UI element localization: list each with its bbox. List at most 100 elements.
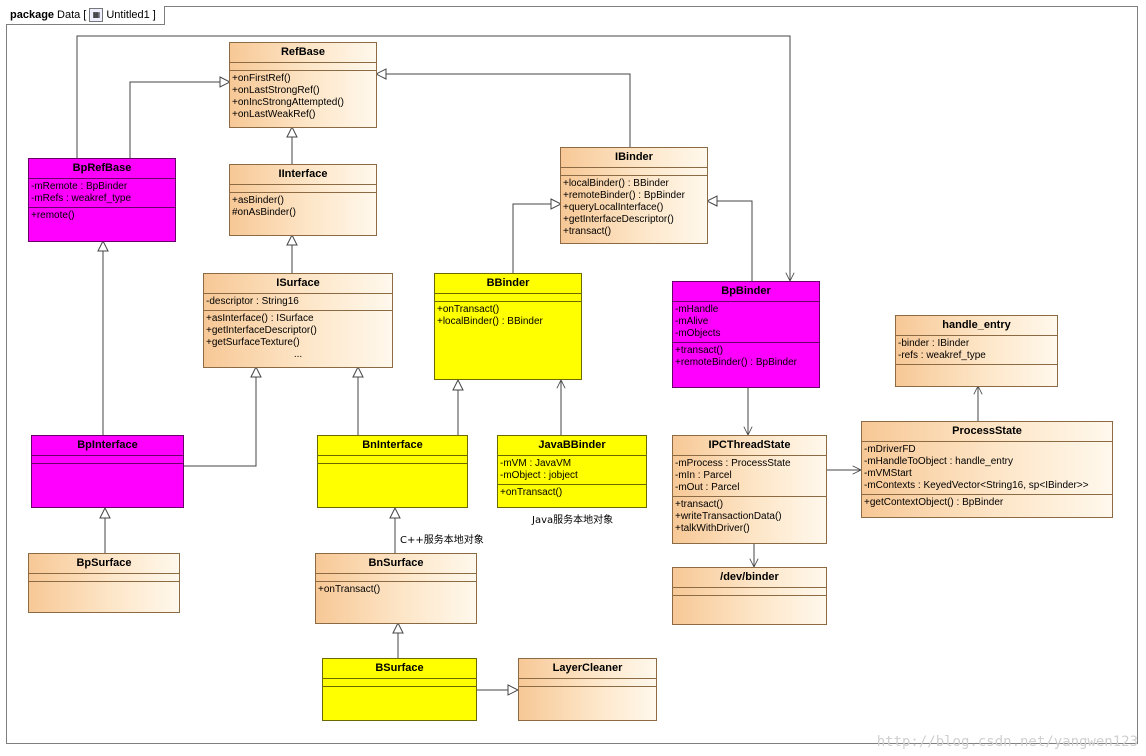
operation: +transact() [563, 226, 612, 237]
edge-ibinder-refbase [376, 74, 631, 147]
operation: +localBinder() : BBinder [437, 316, 543, 327]
attributes-compartment: -mProcess : ProcessState-mIn : Parcel-mO… [673, 456, 826, 497]
class-bninterface[interactable]: BnInterface [317, 435, 468, 508]
edge-bprefbase-refbase [129, 82, 230, 158]
class-bsurface[interactable]: BSurface [322, 658, 477, 721]
operations-compartment: +getContextObject() : BpBinder [862, 495, 1112, 511]
operations-compartment: +asBinder()#onAsBinder() [230, 193, 376, 221]
attributes-compartment [318, 456, 467, 464]
class-dev-binder[interactable]: /dev/binder [672, 567, 827, 625]
operation: +asInterface() : ISurface [206, 313, 314, 324]
attributes-compartment: -mHandle-mAlive-mObjects [673, 302, 819, 343]
attribute: -descriptor : String16 [206, 296, 299, 307]
attributes-compartment [230, 185, 376, 193]
operation: +talkWithDriver() [675, 523, 750, 534]
class-bpinterface[interactable]: BpInterface [31, 435, 184, 508]
class-name: BpSurface [29, 554, 179, 574]
package-name: Data [57, 9, 81, 21]
operations-compartment: +transact()+writeTransactionData()+talkW… [673, 497, 826, 537]
class-name: IPCThreadState [673, 436, 826, 456]
operation: +onIncStrongAttempted() [232, 97, 345, 108]
attributes-compartment [230, 63, 376, 71]
operation: +remoteBinder() : BpBinder [563, 190, 686, 201]
operations-compartment [896, 365, 1057, 373]
class-ipcthreadstate[interactable]: IPCThreadState-mProcess : ProcessState-m… [672, 435, 827, 544]
class-name: BpRefBase [29, 159, 175, 179]
operations-compartment [519, 687, 656, 695]
operation: +onTransact() [437, 304, 500, 315]
operation: +onLastStrongRef() [232, 85, 320, 96]
operation: +writeTransactionData() [675, 511, 782, 522]
attribute: -binder : IBinder [898, 338, 970, 349]
class-name: IInterface [230, 165, 376, 185]
class-name: /dev/binder [673, 568, 826, 588]
class-processstate[interactable]: ProcessState-mDriverFD-mHandleToObject :… [861, 421, 1113, 518]
class-ibinder[interactable]: IBinder+localBinder() : BBinder+remoteBi… [560, 147, 708, 244]
attribute: -mOut : Parcel [675, 482, 740, 493]
operations-compartment [323, 687, 476, 695]
class-name: BpBinder [673, 282, 819, 302]
package-keyword: package [10, 9, 55, 21]
operation: +transact() [675, 345, 724, 356]
attributes-compartment [673, 588, 826, 596]
class-name: LayerCleaner [519, 659, 656, 679]
class-name: ISurface [204, 274, 392, 294]
attribute: -mAlive [675, 316, 709, 327]
class-name: ProcessState [862, 422, 1112, 442]
class-bprefbase[interactable]: BpRefBase-mRemote : BpBinder-mRefs : wea… [28, 158, 176, 242]
operation: ... [293, 349, 303, 360]
attribute: -mRefs : weakref_type [31, 193, 132, 204]
operations-compartment: +asInterface() : ISurface+getInterfaceDe… [204, 311, 392, 363]
attribute: -mVM : JavaVM [500, 458, 572, 469]
attribute: -mObject : jobject [500, 470, 578, 481]
operations-compartment: +onTransact()+localBinder() : BBinder [435, 302, 581, 330]
class-handle-entry[interactable]: handle_entry-binder : IBinder-refs : wea… [895, 315, 1058, 387]
class-name: JavaBBinder [498, 436, 646, 456]
attributes-compartment [316, 574, 476, 582]
operations-compartment: +onFirstRef()+onLastStrongRef()+onIncStr… [230, 71, 376, 123]
class-name: BpInterface [32, 436, 183, 456]
class-name: RefBase [230, 43, 376, 63]
operation: +getInterfaceDescriptor() [563, 214, 674, 225]
class-refbase[interactable]: RefBase +onFirstRef()+onLastStrongRef()+o… [229, 42, 377, 128]
operation: #onAsBinder() [232, 207, 296, 218]
attributes-compartment: -mDriverFD-mHandleToObject : handle_entr… [862, 442, 1112, 495]
diagram-icon: ▦ [89, 8, 104, 22]
attribute: -mHandleToObject : handle_entry [864, 456, 1013, 467]
operations-compartment: +transact()+remoteBinder() : BpBinder [673, 343, 819, 371]
class-name: BnInterface [318, 436, 467, 456]
operation: +transact() [675, 499, 724, 510]
operations-compartment: +onTransact() [498, 485, 646, 501]
operation: +onTransact() [318, 584, 381, 595]
note-cpp-local-object: C++服务本地对象 [400, 535, 484, 546]
operation: +getSurfaceTexture() [206, 337, 300, 348]
operation: +remoteBinder() : BpBinder [675, 357, 798, 368]
attributes-compartment [32, 456, 183, 464]
class-layercleaner[interactable]: LayerCleaner [518, 658, 657, 721]
operation: +onLastWeakRef() [232, 109, 316, 120]
attributes-compartment: -descriptor : String16 [204, 294, 392, 311]
operation: +asBinder() [232, 195, 284, 206]
class-bbinder[interactable]: BBinder +onTransact()+localBinder() : BBi… [434, 273, 582, 380]
edge-bpinterface-isurface [184, 367, 256, 467]
class-bpbinder[interactable]: BpBinder-mHandle-mAlive-mObjects+transac… [672, 281, 820, 388]
class-name: BBinder [435, 274, 581, 294]
attribute: -mDriverFD [864, 444, 916, 455]
class-javabbinder[interactable]: JavaBBinder -mVM : JavaVM-mObject : jobje… [497, 435, 647, 508]
attributes-compartment [323, 679, 476, 687]
package-frame [6, 6, 1138, 744]
edge-bpbinder-ibinder [707, 201, 753, 281]
class-isurface[interactable]: ISurface -descriptor : String16 +asInterfa… [203, 273, 393, 368]
attribute: -mObjects [675, 328, 721, 339]
attribute: -mProcess : ProcessState [675, 458, 791, 469]
diagram-name: Untitled1 [106, 9, 150, 21]
attribute: -mContexts : KeyedVector<String16, sp<IB… [864, 480, 1089, 491]
edge-bbinder-ibinder [512, 204, 561, 273]
class-iinterface[interactable]: IInterface +asBinder()#onAsBinder() [229, 164, 377, 236]
operations-compartment [29, 582, 179, 590]
class-bpsurface[interactable]: BpSurface [28, 553, 180, 613]
operations-compartment [318, 464, 467, 472]
operations-compartment [32, 464, 183, 472]
class-bnsurface[interactable]: BnSurface+onTransact() [315, 553, 477, 624]
attributes-compartment: -binder : IBinder-refs : weakref_type [896, 336, 1057, 365]
